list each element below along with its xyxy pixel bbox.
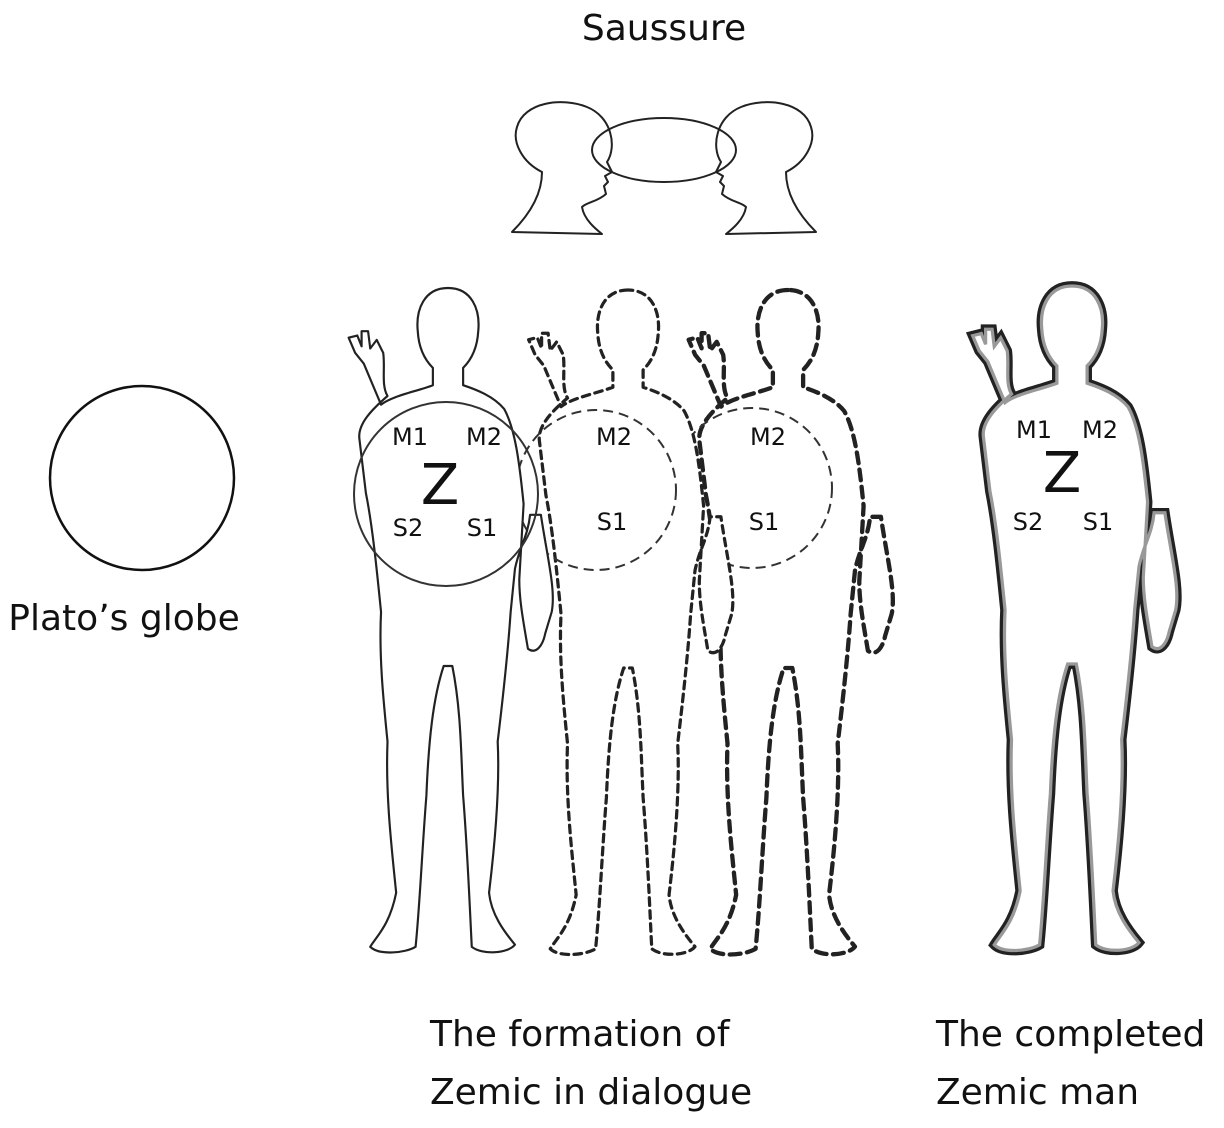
figure-2-outline (527, 288, 735, 957)
figure-3-globe (671, 407, 833, 569)
figure-1-s2: S2 (393, 514, 424, 542)
dialogue-figure-2: M2 S1 (515, 288, 735, 957)
speaker-head-right (715, 101, 817, 236)
figure-4-z: Z (1043, 441, 1081, 506)
figure-4-m2: M2 (1082, 416, 1118, 444)
figure-1-outline (347, 286, 554, 954)
completed-zemic-man: M1 M2 Z S2 S1 (973, 286, 1177, 950)
figure-2-m2: M2 (596, 423, 632, 451)
figure-1-m1: M1 (392, 423, 428, 451)
figure-1-m2: M2 (466, 423, 502, 451)
dialogue-figure-3: M2 S1 (671, 290, 893, 954)
figure-4-s1: S1 (1083, 508, 1114, 536)
plato-label: Plato’s globe (8, 598, 239, 639)
completed-caption-line-1: The completed (935, 1014, 1205, 1055)
figure-2-s1: S1 (597, 508, 628, 536)
figure-3-m2: M2 (750, 423, 786, 451)
speech-circuit-ellipse (591, 117, 737, 183)
formation-caption-line-1: The formation of (429, 1014, 731, 1055)
figure-2-globe (515, 409, 677, 571)
saussure-speech-circuit (511, 101, 817, 236)
figure-4-s2: S2 (1013, 508, 1044, 536)
figure-4-m1: M1 (1016, 416, 1052, 444)
completed-caption-line-2: Zemic man (936, 1072, 1139, 1113)
figure-1-z: Z (421, 453, 459, 518)
dialogue-figure-1: M1 M2 Z S2 S1 (347, 286, 554, 954)
figure-1-s1: S1 (467, 514, 498, 542)
zemic-man-outline-inner (971, 284, 1179, 953)
figure-1-globe (353, 401, 539, 587)
figure-3-s1: S1 (749, 508, 780, 536)
formation-caption-line-2: Zemic in dialogue (430, 1072, 752, 1113)
plato-globe-circle (48, 384, 236, 572)
speaker-head-left (511, 101, 613, 236)
saussure-label: Saussure (582, 8, 746, 49)
